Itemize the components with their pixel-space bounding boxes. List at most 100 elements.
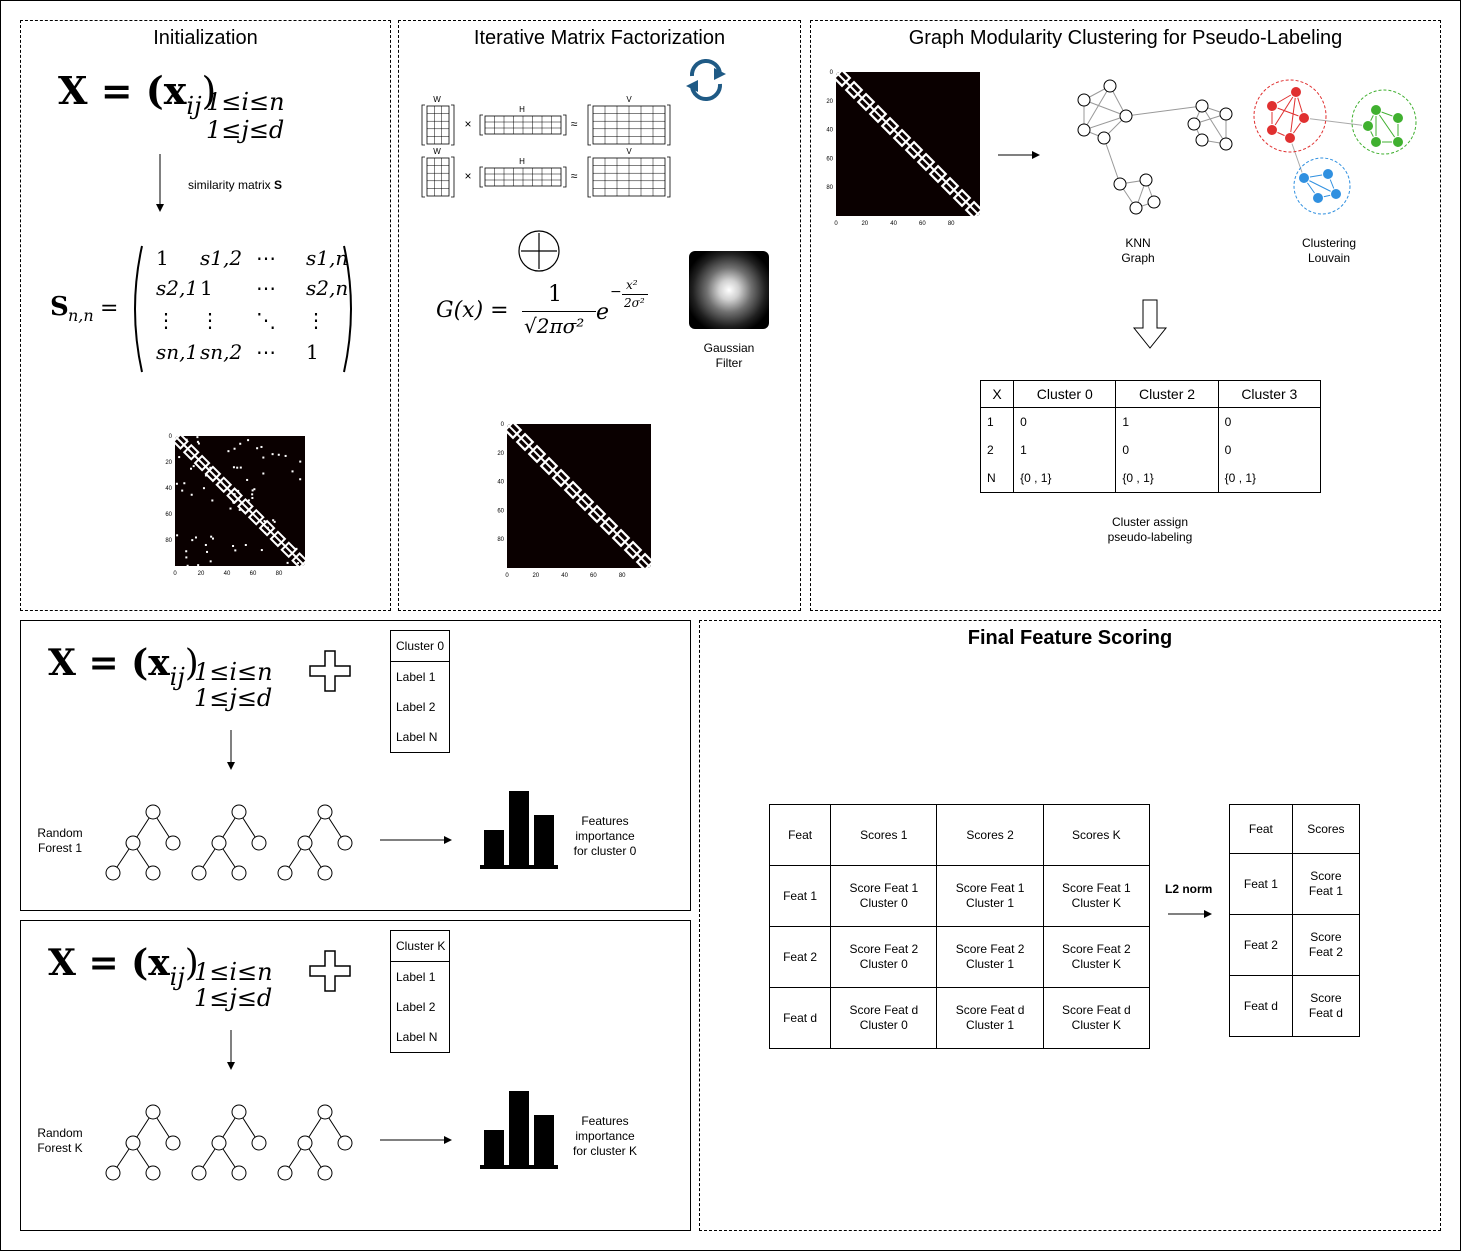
heatmap-speckle [220, 481, 223, 484]
heatmap-speckle [185, 438, 188, 441]
table-cell: Feat 2 [768, 926, 832, 988]
cluster-node [1266, 124, 1278, 136]
graph-node [1103, 79, 1117, 93]
heatmap-speckle [196, 440, 199, 443]
table-cell: Score Feat d Cluster K [1042, 987, 1151, 1049]
heatmap-speckle [227, 450, 230, 453]
heatmap-tick-y: 60 [165, 512, 172, 518]
bar-chart-icon [480, 791, 558, 869]
table-cell: {0 , 1} [1013, 464, 1117, 493]
graph-node [1113, 177, 1127, 191]
cluster-node [1330, 188, 1342, 200]
heatmap-tick-y: 40 [165, 486, 172, 492]
tree-node [165, 835, 181, 851]
table-header-cell: X [979, 380, 1015, 408]
heatmap-speckle [238, 508, 241, 511]
v-label: V [626, 147, 632, 156]
tree-node [317, 1104, 333, 1120]
table-header-cell: Scores K [1042, 804, 1151, 866]
list-item: Label N [396, 730, 438, 744]
tree-node [105, 865, 121, 881]
tree-node [191, 865, 207, 881]
heatmap-speckle [196, 436, 199, 439]
cluster-node [1362, 120, 1374, 132]
tree-node [211, 1135, 227, 1151]
graph-node [1195, 99, 1209, 113]
heatmap-tick-x: 80 [619, 573, 626, 579]
graph-node [1195, 133, 1209, 147]
table-cell: 0 [1217, 407, 1322, 436]
w-label: W [433, 95, 441, 104]
heatmap-tick-x: 60 [590, 573, 597, 579]
cluster-node [1298, 112, 1310, 124]
tree-node [231, 1104, 247, 1120]
table-header-cell: Scores 2 [936, 804, 1044, 866]
heatmap-speckle [232, 466, 235, 469]
cluster-link [1289, 137, 1305, 179]
heatmap-tick-x: 0 [505, 573, 509, 579]
table-header-cell: Scores 1 [830, 804, 938, 866]
heatmap-speckle [178, 456, 181, 459]
heatmap-speckle [260, 445, 263, 448]
table-cell: Score Feat 1 Cluster 1 [936, 865, 1044, 927]
heatmap-tick-x: 40 [561, 573, 568, 579]
bracket [667, 104, 671, 146]
matrix-cell: sn,2 [200, 340, 243, 364]
refresh-icon [686, 58, 726, 102]
times-sign: × [464, 169, 471, 183]
heatmap-tick-x: 40 [224, 571, 231, 577]
cluster-node [1284, 132, 1296, 144]
heatmap-speckle [277, 453, 280, 456]
heatmap-speckle [262, 456, 265, 459]
heatmap-tick-x: 80 [276, 571, 283, 577]
heatmap-speckle [202, 487, 205, 490]
table-cell: Feat 1 [768, 865, 832, 927]
table-cell: Feat 1 [1229, 853, 1293, 915]
table-cell: N [979, 464, 1015, 493]
list-header: Cluster 0 [391, 631, 449, 662]
tree-node [231, 1165, 247, 1181]
x-formula-close: ) [201, 69, 217, 113]
s-equals: = [100, 296, 119, 321]
times-sign: × [464, 117, 471, 131]
heatmap-tick-x: 60 [919, 221, 926, 227]
final-scoring-title: Final Feature Scoring [967, 627, 1173, 649]
right-arrow [1168, 910, 1212, 918]
heatmap-tick-x: 80 [948, 221, 955, 227]
heatmap-speckle [183, 482, 186, 485]
cluster-node [1298, 172, 1310, 184]
table-header-cell: Cluster 0 [1013, 380, 1117, 408]
graph-edge [1083, 85, 1111, 131]
tree-node [317, 865, 333, 881]
gauss-fraction-bar [522, 311, 596, 312]
heatmap-tick-x: 60 [250, 571, 257, 577]
cluster-node [1322, 168, 1334, 180]
bracket [563, 166, 567, 188]
gaussian-formula: G(x) = 1 √2πσ² e − x² 2σ² [436, 278, 666, 350]
right-arrow [380, 836, 452, 844]
final-scoring-panel [699, 620, 1441, 1231]
heatmap-speckle [204, 474, 207, 477]
x-formula-main: X = (x [58, 68, 187, 113]
heatmap-tick-y: 20 [826, 99, 833, 105]
list-item: Label N [396, 1030, 438, 1044]
down-arrow [156, 154, 164, 212]
heatmap-speckle [271, 453, 274, 456]
graph-node [1119, 109, 1133, 123]
table-cell: Score Feat d Cluster 0 [830, 987, 938, 1049]
right-arrow [380, 1136, 452, 1144]
table-cell: Score Feat d [1291, 975, 1361, 1037]
graph-edge [1201, 105, 1227, 145]
heatmap-speckle [191, 539, 194, 542]
graph-edge [1125, 105, 1203, 117]
